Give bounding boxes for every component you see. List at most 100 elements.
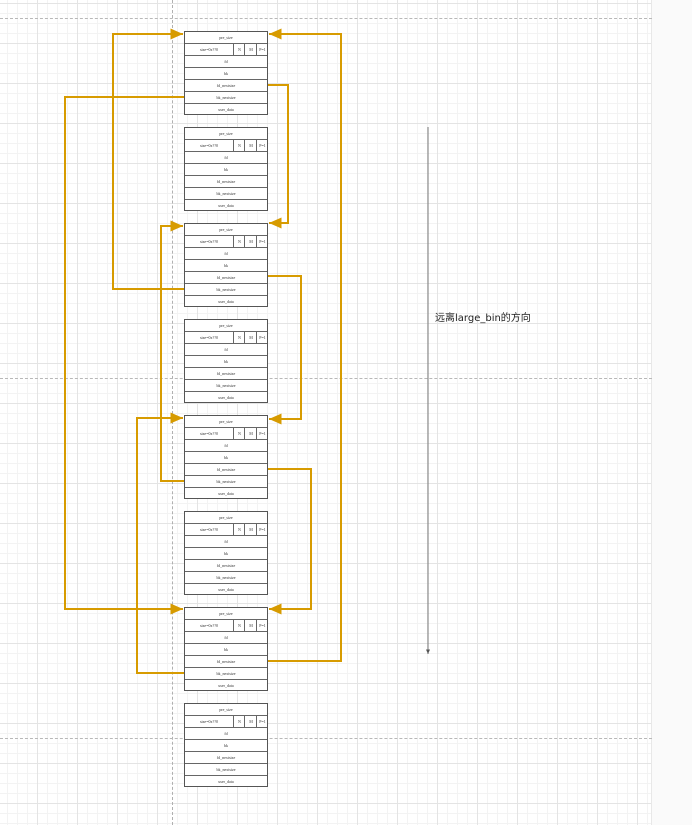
bk-field: bk (185, 355, 267, 368)
connector-arrow (268, 275, 302, 425)
size-value: size=0x??0 (199, 239, 219, 244)
flag-n: N (233, 236, 245, 247)
connector-arrow (64, 96, 184, 615)
flag-m: M (244, 716, 257, 727)
prev-size-field: pre_size (219, 707, 233, 712)
prev-size-field: pre_size (219, 515, 233, 520)
size-field: size=0x??0 N M P=1 (185, 331, 267, 344)
prev-size-field: pre_size (219, 35, 233, 40)
size-field: size=0x??0 N M P=1 (185, 139, 267, 152)
flag-p: P=1 (256, 620, 268, 631)
user-data-field: user_data (185, 679, 267, 692)
bk-nextsize-field: bk_nextsize (185, 667, 267, 680)
bk-nextsize-field: bk_nextsize (185, 187, 267, 200)
bk-field: bk (185, 643, 267, 656)
connector-arrow (268, 28, 342, 662)
fd-nextsize-field: fd_nextsize (185, 79, 267, 92)
fd-field: fd (185, 631, 267, 644)
size-value: size=0x??0 (199, 431, 219, 436)
fd-field: fd (185, 55, 267, 68)
flag-m: M (244, 236, 257, 247)
flag-p: P=1 (256, 236, 268, 247)
size-value: size=0x??0 (199, 47, 219, 52)
fd-nextsize-field: fd_nextsize (185, 271, 267, 284)
fd-nextsize-field: fd_nextsize (185, 463, 267, 476)
connector-arrow (268, 84, 289, 229)
bk-nextsize-field: bk_nextsize (185, 475, 267, 488)
chunk-0[interactable]: pre_size size=0x??0 N M P=1 fd bk fd_nex… (184, 31, 268, 115)
page-break-guide (0, 738, 652, 739)
flag-n: N (233, 332, 245, 343)
user-data-field: user_data (185, 199, 267, 212)
connector-arrow (112, 28, 184, 290)
size-value: size=0x??0 (199, 719, 219, 724)
size-value: size=0x??0 (199, 623, 219, 628)
size-field: size=0x??0 N M P=1 (185, 427, 267, 440)
flag-p: P=1 (256, 332, 268, 343)
page-break-guide (0, 378, 652, 379)
flag-n: N (233, 140, 245, 151)
flag-m: M (244, 44, 257, 55)
fd-nextsize-field: fd_nextsize (185, 751, 267, 764)
page-edge (651, 0, 692, 825)
user-data-field: user_data (185, 391, 267, 404)
fd-field: fd (185, 439, 267, 452)
prev-size-field: pre_size (219, 131, 233, 136)
chunk-3[interactable]: pre_size size=0x??0 N M P=1 fd bk fd_nex… (184, 319, 268, 403)
connector-arrow (160, 220, 184, 482)
flag-m: M (244, 620, 257, 631)
flag-p: P=1 (256, 524, 268, 535)
prev-size-field: pre_size (219, 419, 233, 424)
flag-m: M (244, 140, 257, 151)
size-value: size=0x??0 (199, 143, 219, 148)
flag-n: N (233, 716, 245, 727)
chunk-5[interactable]: pre_size size=0x??0 N M P=1 fd bk fd_nex… (184, 511, 268, 595)
user-data-field: user_data (185, 487, 267, 500)
flag-n: N (233, 524, 245, 535)
bk-field: bk (185, 67, 267, 80)
fd-field: fd (185, 727, 267, 740)
flag-n: N (233, 44, 245, 55)
flag-n: N (233, 620, 245, 631)
bk-nextsize-field: bk_nextsize (185, 763, 267, 776)
size-field: size=0x??0 N M P=1 (185, 715, 267, 728)
size-field: size=0x??0 N M P=1 (185, 619, 267, 632)
chunk-1[interactable]: pre_size size=0x??0 N M P=1 fd bk fd_nex… (184, 127, 268, 211)
flag-p: P=1 (256, 428, 268, 439)
flag-p: P=1 (256, 140, 268, 151)
fd-field: fd (185, 247, 267, 260)
connector-arrow (136, 412, 184, 674)
size-field: size=0x??0 N M P=1 (185, 235, 267, 248)
fd-field: fd (185, 343, 267, 356)
bk-field: bk (185, 259, 267, 272)
bk-nextsize-field: bk_nextsize (185, 283, 267, 296)
flag-n: N (233, 428, 245, 439)
flag-m: M (244, 524, 257, 535)
chunk-7[interactable]: pre_size size=0x??0 N M P=1 fd bk fd_nex… (184, 703, 268, 787)
chunk-6[interactable]: pre_size size=0x??0 N M P=1 fd bk fd_nex… (184, 607, 268, 691)
connector-arrow (268, 468, 312, 615)
bk-nextsize-field: bk_nextsize (185, 91, 267, 104)
flag-m: M (244, 428, 257, 439)
user-data-field: user_data (185, 583, 267, 596)
user-data-field: user_data (185, 775, 267, 788)
fd-nextsize-field: fd_nextsize (185, 175, 267, 188)
bk-nextsize-field: bk_nextsize (185, 571, 267, 584)
fd-nextsize-field: fd_nextsize (185, 559, 267, 572)
user-data-field: user_data (185, 295, 267, 308)
fd-nextsize-field: fd_nextsize (185, 367, 267, 380)
prev-size-field: pre_size (219, 323, 233, 328)
size-field: size=0x??0 N M P=1 (185, 43, 267, 56)
user-data-field: user_data (185, 103, 267, 116)
flag-m: M (244, 332, 257, 343)
bk-field: bk (185, 739, 267, 752)
flag-p: P=1 (256, 44, 268, 55)
direction-label: 远离large_bin的方向 (435, 313, 531, 324)
chunk-2[interactable]: pre_size size=0x??0 N M P=1 fd bk fd_nex… (184, 223, 268, 307)
size-value: size=0x??0 (199, 527, 219, 532)
chunk-4[interactable]: pre_size size=0x??0 N M P=1 fd bk fd_nex… (184, 415, 268, 499)
fd-field: fd (185, 535, 267, 548)
bk-field: bk (185, 547, 267, 560)
fd-field: fd (185, 151, 267, 164)
fd-nextsize-field: fd_nextsize (185, 655, 267, 668)
